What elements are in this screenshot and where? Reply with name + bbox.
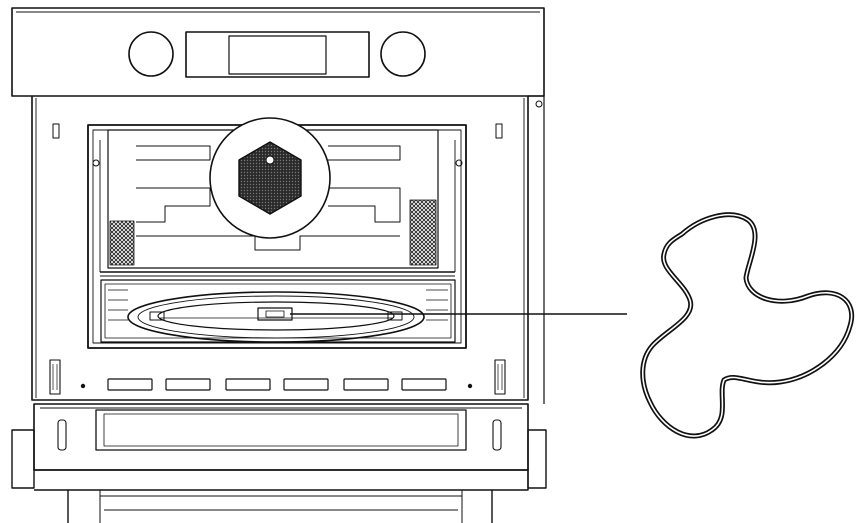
display-screen xyxy=(228,35,327,75)
oven-cavity xyxy=(87,117,467,349)
right-control-knob-icon xyxy=(380,31,426,77)
control-panel xyxy=(11,7,545,97)
turntable xyxy=(127,291,425,343)
fan-grille-icon xyxy=(238,141,302,215)
left-control-knob-icon xyxy=(128,31,174,77)
door-window xyxy=(95,409,467,451)
oven-door xyxy=(11,403,547,523)
display-panel xyxy=(185,31,370,78)
oven-body xyxy=(31,95,545,404)
vent-slots xyxy=(49,359,506,395)
roller-ring-icon xyxy=(640,212,855,439)
